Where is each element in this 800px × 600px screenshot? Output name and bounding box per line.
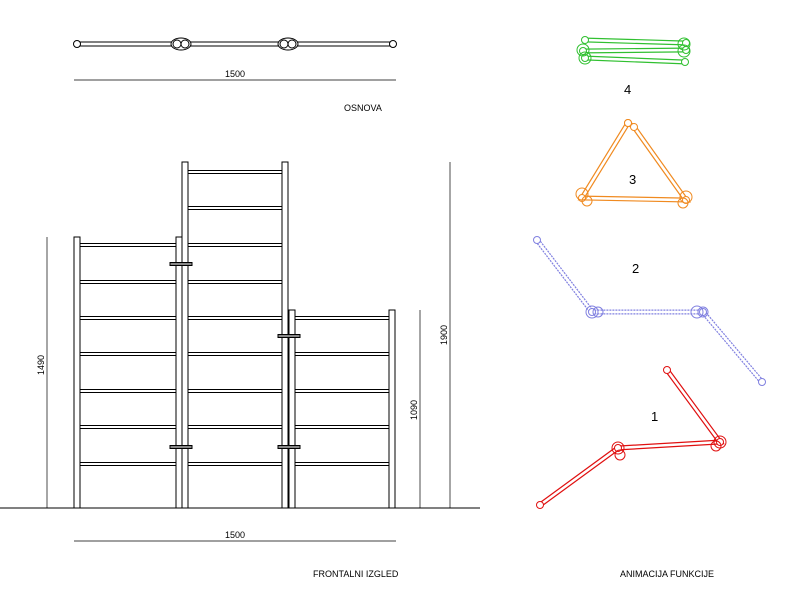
ladder-rung (294, 316, 390, 320)
ladder-rung (79, 425, 177, 429)
animation-frame-3 (575, 119, 693, 209)
dimension-lines (46, 162, 451, 542)
clamp (277, 334, 301, 338)
animation-frame-2 (533, 236, 766, 386)
animation-title: ANIMACIJA FUNKCIJE (620, 569, 714, 579)
ladder-rung (187, 206, 283, 210)
ladder-rung (187, 316, 283, 320)
ladder-rung (187, 425, 283, 429)
ladder-rung (294, 425, 390, 429)
ladder-rung (79, 316, 177, 320)
front-view (73, 161, 396, 509)
ladder-post (288, 309, 296, 509)
ladder-rung (79, 389, 177, 393)
ladder-post (388, 309, 396, 509)
plan-view-title: OSNOVA (344, 103, 382, 113)
plan-view (73, 37, 397, 81)
clamp (169, 445, 193, 449)
ladder-rung (294, 352, 390, 356)
animation-frame-4 (576, 36, 691, 66)
animation-frame-1 (536, 366, 727, 509)
ladder-rung (79, 280, 177, 284)
front-view-title: FRONTALNI IZGLED (313, 569, 399, 579)
dimension-1490: 1490 (36, 355, 46, 375)
step-label-1: 1 (651, 409, 658, 424)
ladder-rung (187, 170, 283, 174)
ladder-rung (294, 462, 390, 466)
ladder-rung (187, 389, 283, 393)
ladder-post (175, 236, 183, 509)
ladder-rung (187, 243, 283, 247)
animation-frames (533, 36, 766, 509)
ladder-post (73, 236, 81, 509)
dimension-1090: 1090 (409, 400, 419, 420)
ladder-rung (294, 389, 390, 393)
plan-dimension: 1500 (225, 69, 245, 79)
step-label-3: 3 (629, 172, 636, 187)
ladder-rung (187, 280, 283, 284)
dimension-1900: 1900 (439, 325, 449, 345)
ladder-rung (187, 462, 283, 466)
clamp (277, 445, 301, 449)
front-dimension-width: 1500 (225, 530, 245, 540)
clamp (169, 262, 193, 266)
ladder-post (181, 161, 189, 509)
step-label-2: 2 (632, 261, 639, 276)
ladder-rung (187, 352, 283, 356)
ladder-rung (79, 352, 177, 356)
ladder-rung (79, 462, 177, 466)
step-label-4: 4 (624, 82, 631, 97)
ladder-rung (79, 243, 177, 247)
